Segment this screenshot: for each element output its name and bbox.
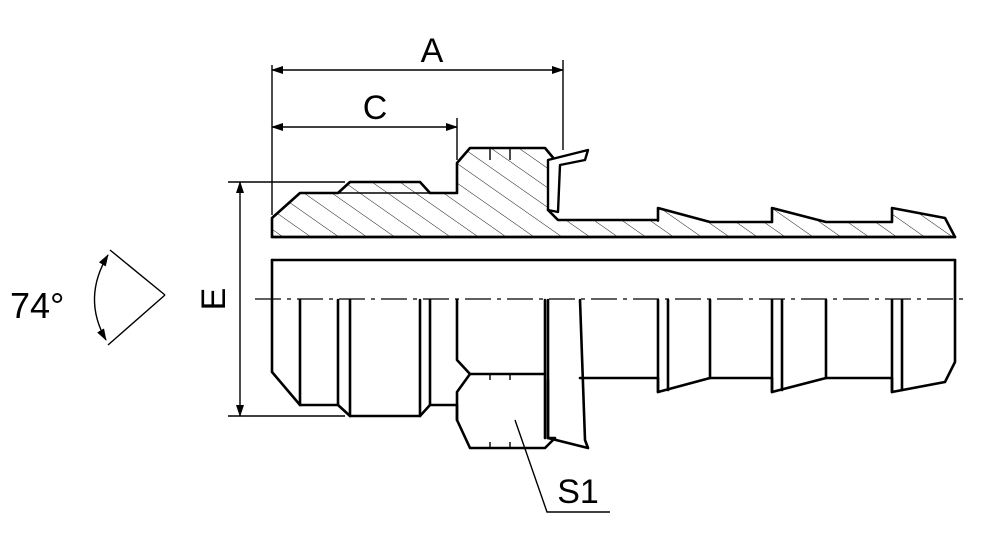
dimensions: A C E S1 74°: [10, 32, 610, 513]
dimension-c-label: C: [363, 89, 388, 127]
exterior-lower-half: [270, 258, 957, 450]
s1-leader-line: [514, 419, 610, 513]
exterior-ring-outline: [546, 298, 590, 450]
retaining-ring: [546, 148, 590, 214]
angle-leg: [107, 294, 166, 346]
section-upper-half: [270, 146, 957, 239]
dimension-a-label: A: [421, 32, 444, 70]
exterior-body: [578, 258, 957, 394]
angle-arc: [93, 254, 109, 341]
hex-face: [455, 372, 472, 422]
dimension-s1-label: S1: [557, 473, 599, 511]
angle-label: 74°: [10, 285, 64, 326]
dimension-e-label: E: [195, 288, 233, 311]
exterior-outline: [270, 258, 557, 450]
angle-leg: [109, 249, 166, 296]
hex-outline: [455, 298, 547, 376]
